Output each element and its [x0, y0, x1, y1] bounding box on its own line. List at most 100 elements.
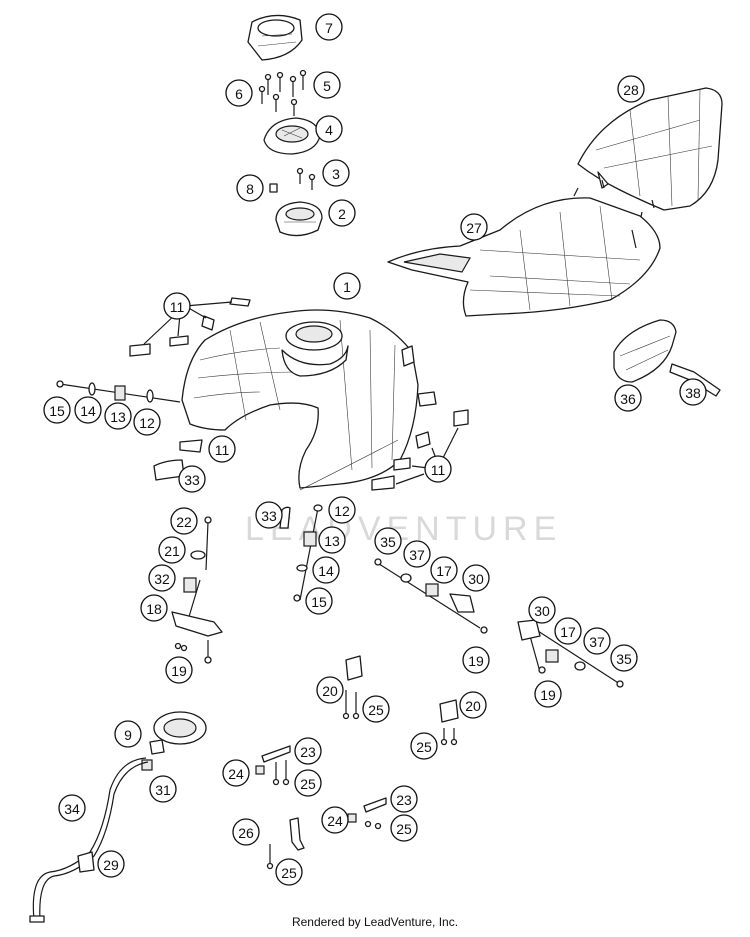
- callout-circle: [58, 794, 86, 822]
- callout-circle: [462, 646, 490, 674]
- cap-cover-part-7: [247, 14, 303, 61]
- watermark-text: LEADVENTURE: [245, 510, 562, 548]
- callout-22: 22: [170, 507, 198, 535]
- callout-15: 15: [305, 587, 333, 615]
- callout-13: 13: [104, 402, 132, 430]
- callout-19: 19: [165, 656, 193, 684]
- callout-21: 21: [158, 536, 186, 564]
- callout-number: 34: [64, 801, 80, 817]
- callout-35: 35: [374, 527, 402, 555]
- callout-7: 7: [315, 13, 343, 41]
- callout-12: 12: [328, 496, 356, 524]
- callout-circle: [583, 627, 611, 655]
- bracket-part-26: [266, 817, 305, 870]
- callout-circle: [617, 75, 645, 103]
- callout-number: 30: [534, 603, 550, 619]
- callout-number: 9: [124, 727, 132, 743]
- callout-circle: [294, 737, 322, 765]
- callout-circle: [236, 174, 264, 202]
- callout-number: 14: [80, 403, 96, 419]
- callout-circle: [528, 596, 556, 624]
- callout-number: 19: [468, 653, 484, 669]
- callout-18: 18: [140, 594, 168, 622]
- callout-1: 1: [333, 272, 361, 300]
- callout-14: 14: [312, 556, 340, 584]
- callout-number: 24: [327, 813, 343, 829]
- callout-circle: [222, 759, 250, 787]
- callout-number: 15: [49, 403, 65, 419]
- footer-credit: Rendered by LeadVenture, Inc.: [291, 915, 459, 929]
- callout-28: 28: [617, 75, 645, 103]
- callout-12: 12: [133, 408, 161, 436]
- callout-circle: [390, 814, 418, 842]
- callout-number: 25: [300, 776, 316, 792]
- callout-number: 7: [325, 20, 333, 36]
- callout-number: 5: [323, 78, 331, 94]
- callout-circle: [430, 556, 458, 584]
- callout-number: 28: [623, 82, 639, 98]
- fuel-level-sensor-part-9: [149, 711, 207, 755]
- callout-circle: [333, 272, 361, 300]
- callout-number: 33: [261, 508, 277, 524]
- callout-20: 20: [459, 691, 487, 719]
- callout-number: 33: [184, 472, 200, 488]
- callout-number: 17: [560, 624, 576, 640]
- callout-circle: [410, 732, 438, 760]
- callout-circle: [43, 396, 71, 424]
- wiring-harness-part-34: [29, 757, 149, 923]
- callout-33: 33: [255, 501, 283, 529]
- callout-number: 24: [228, 766, 244, 782]
- callout-number: 19: [171, 663, 187, 679]
- callout-circle: [74, 396, 102, 424]
- callout-number: 29: [103, 857, 119, 873]
- callout-11: 11: [424, 455, 452, 483]
- clip-part-20-right: [439, 699, 459, 746]
- stickers-part-11-right: [371, 409, 469, 491]
- screws-part-5-6: [258, 69, 307, 116]
- callout-number: 3: [332, 166, 340, 182]
- callout-6: 6: [225, 79, 253, 107]
- callout-23: 23: [294, 737, 322, 765]
- callout-circle: [313, 71, 341, 99]
- callout-circle: [149, 775, 177, 803]
- bolt-stack-left: [56, 380, 181, 403]
- callout-circle: [294, 769, 322, 797]
- callout-number: 2: [338, 206, 346, 222]
- callout-circle: [462, 564, 490, 592]
- callout-number: 25: [281, 865, 297, 881]
- callout-23: 23: [390, 785, 418, 813]
- callout-number: 22: [176, 514, 192, 530]
- callout-13: 13: [318, 526, 346, 554]
- callout-25: 25: [362, 695, 390, 723]
- callout-35: 35: [610, 644, 638, 672]
- clip-part-29: [77, 851, 95, 873]
- callout-circle: [148, 564, 176, 592]
- callout-circle: [322, 159, 350, 187]
- callout-number: 23: [396, 792, 412, 808]
- callout-circle: [170, 507, 198, 535]
- callout-number: 25: [396, 821, 412, 837]
- callout-number: 13: [110, 409, 126, 425]
- callout-number: 11: [215, 442, 230, 458]
- callout-number: 11: [170, 299, 185, 315]
- clip-part-20-center: [342, 655, 363, 720]
- callout-number: 25: [416, 739, 432, 755]
- callout-circle: [374, 527, 402, 555]
- callout-33: 33: [178, 465, 206, 493]
- callout-number: 19: [540, 687, 556, 703]
- callout-number: 25: [368, 702, 384, 718]
- callout-30: 30: [528, 596, 556, 624]
- callout-circle: [362, 695, 390, 723]
- callout-19: 19: [534, 680, 562, 708]
- callout-11: 11: [163, 292, 191, 320]
- callout-9: 9: [114, 720, 142, 748]
- rear-seat-part-28: [573, 87, 723, 223]
- callout-circle: [133, 408, 161, 436]
- callout-circle: [225, 79, 253, 107]
- callout-number: 13: [324, 533, 340, 549]
- callout-circle: [275, 858, 303, 886]
- callout-circle: [534, 680, 562, 708]
- callout-17: 17: [554, 617, 582, 645]
- callout-4: 4: [315, 115, 343, 143]
